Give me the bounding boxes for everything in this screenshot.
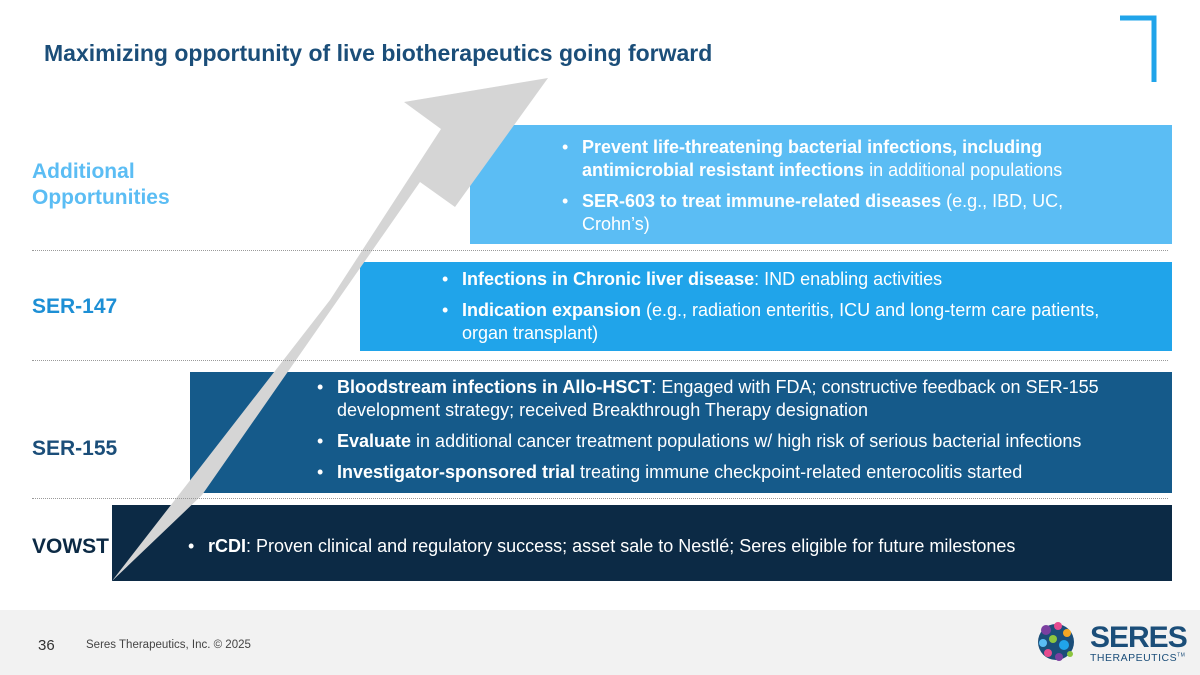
additional-bullet-1: Prevent life-threatening bacterial infec… xyxy=(558,136,1132,182)
band-ser-155: Bloodstream infections in Allo-HSCT: Eng… xyxy=(190,372,1172,493)
band-ser-147: Infections in Chronic liver disease: IND… xyxy=(360,262,1172,351)
footer-bar xyxy=(0,610,1200,675)
band-vowst: rCDI: Proven clinical and regulatory suc… xyxy=(112,505,1172,581)
vowst-bullet-1: rCDI: Proven clinical and regulatory suc… xyxy=(184,535,1172,558)
ser147-bullet-1: Infections in Chronic liver disease: IND… xyxy=(438,268,1112,291)
label-vowst: VOWST xyxy=(32,535,109,558)
copyright-text: Seres Therapeutics, Inc. © 2025 xyxy=(86,639,251,651)
row-divider xyxy=(32,250,1168,251)
page-number: 36 xyxy=(38,637,55,654)
ser147-bullet-2: Indication expansion (e.g., radiation en… xyxy=(438,299,1112,345)
label-ser-155: SER-155 xyxy=(32,437,118,460)
row-divider xyxy=(32,360,1168,361)
corner-bracket-decoration xyxy=(1120,15,1157,82)
label-ser-147: SER-147 xyxy=(32,295,118,318)
ser155-bullet-1: Bloodstream infections in Allo-HSCT: Eng… xyxy=(313,376,1172,422)
ser155-bullet-2: Evaluate in additional cancer treatment … xyxy=(313,430,1172,453)
row-divider xyxy=(32,498,1168,499)
logo-wordmark: SERES xyxy=(1090,621,1188,654)
label-additional-opportunities: Additional Opportunities xyxy=(32,160,170,209)
band-additional-opportunities: Prevent life-threatening bacterial infec… xyxy=(470,125,1172,244)
ser155-bullet-3: Investigator-sponsored trial treating im… xyxy=(313,461,1172,484)
seres-logo-mark-icon xyxy=(1038,622,1074,661)
logo-subtitle: THERAPEUTICSTM xyxy=(1090,652,1186,664)
page-title: Maximizing opportunity of live biotherap… xyxy=(44,40,713,66)
additional-bullet-2: SER-603 to treat immune-related diseases… xyxy=(558,190,1132,236)
